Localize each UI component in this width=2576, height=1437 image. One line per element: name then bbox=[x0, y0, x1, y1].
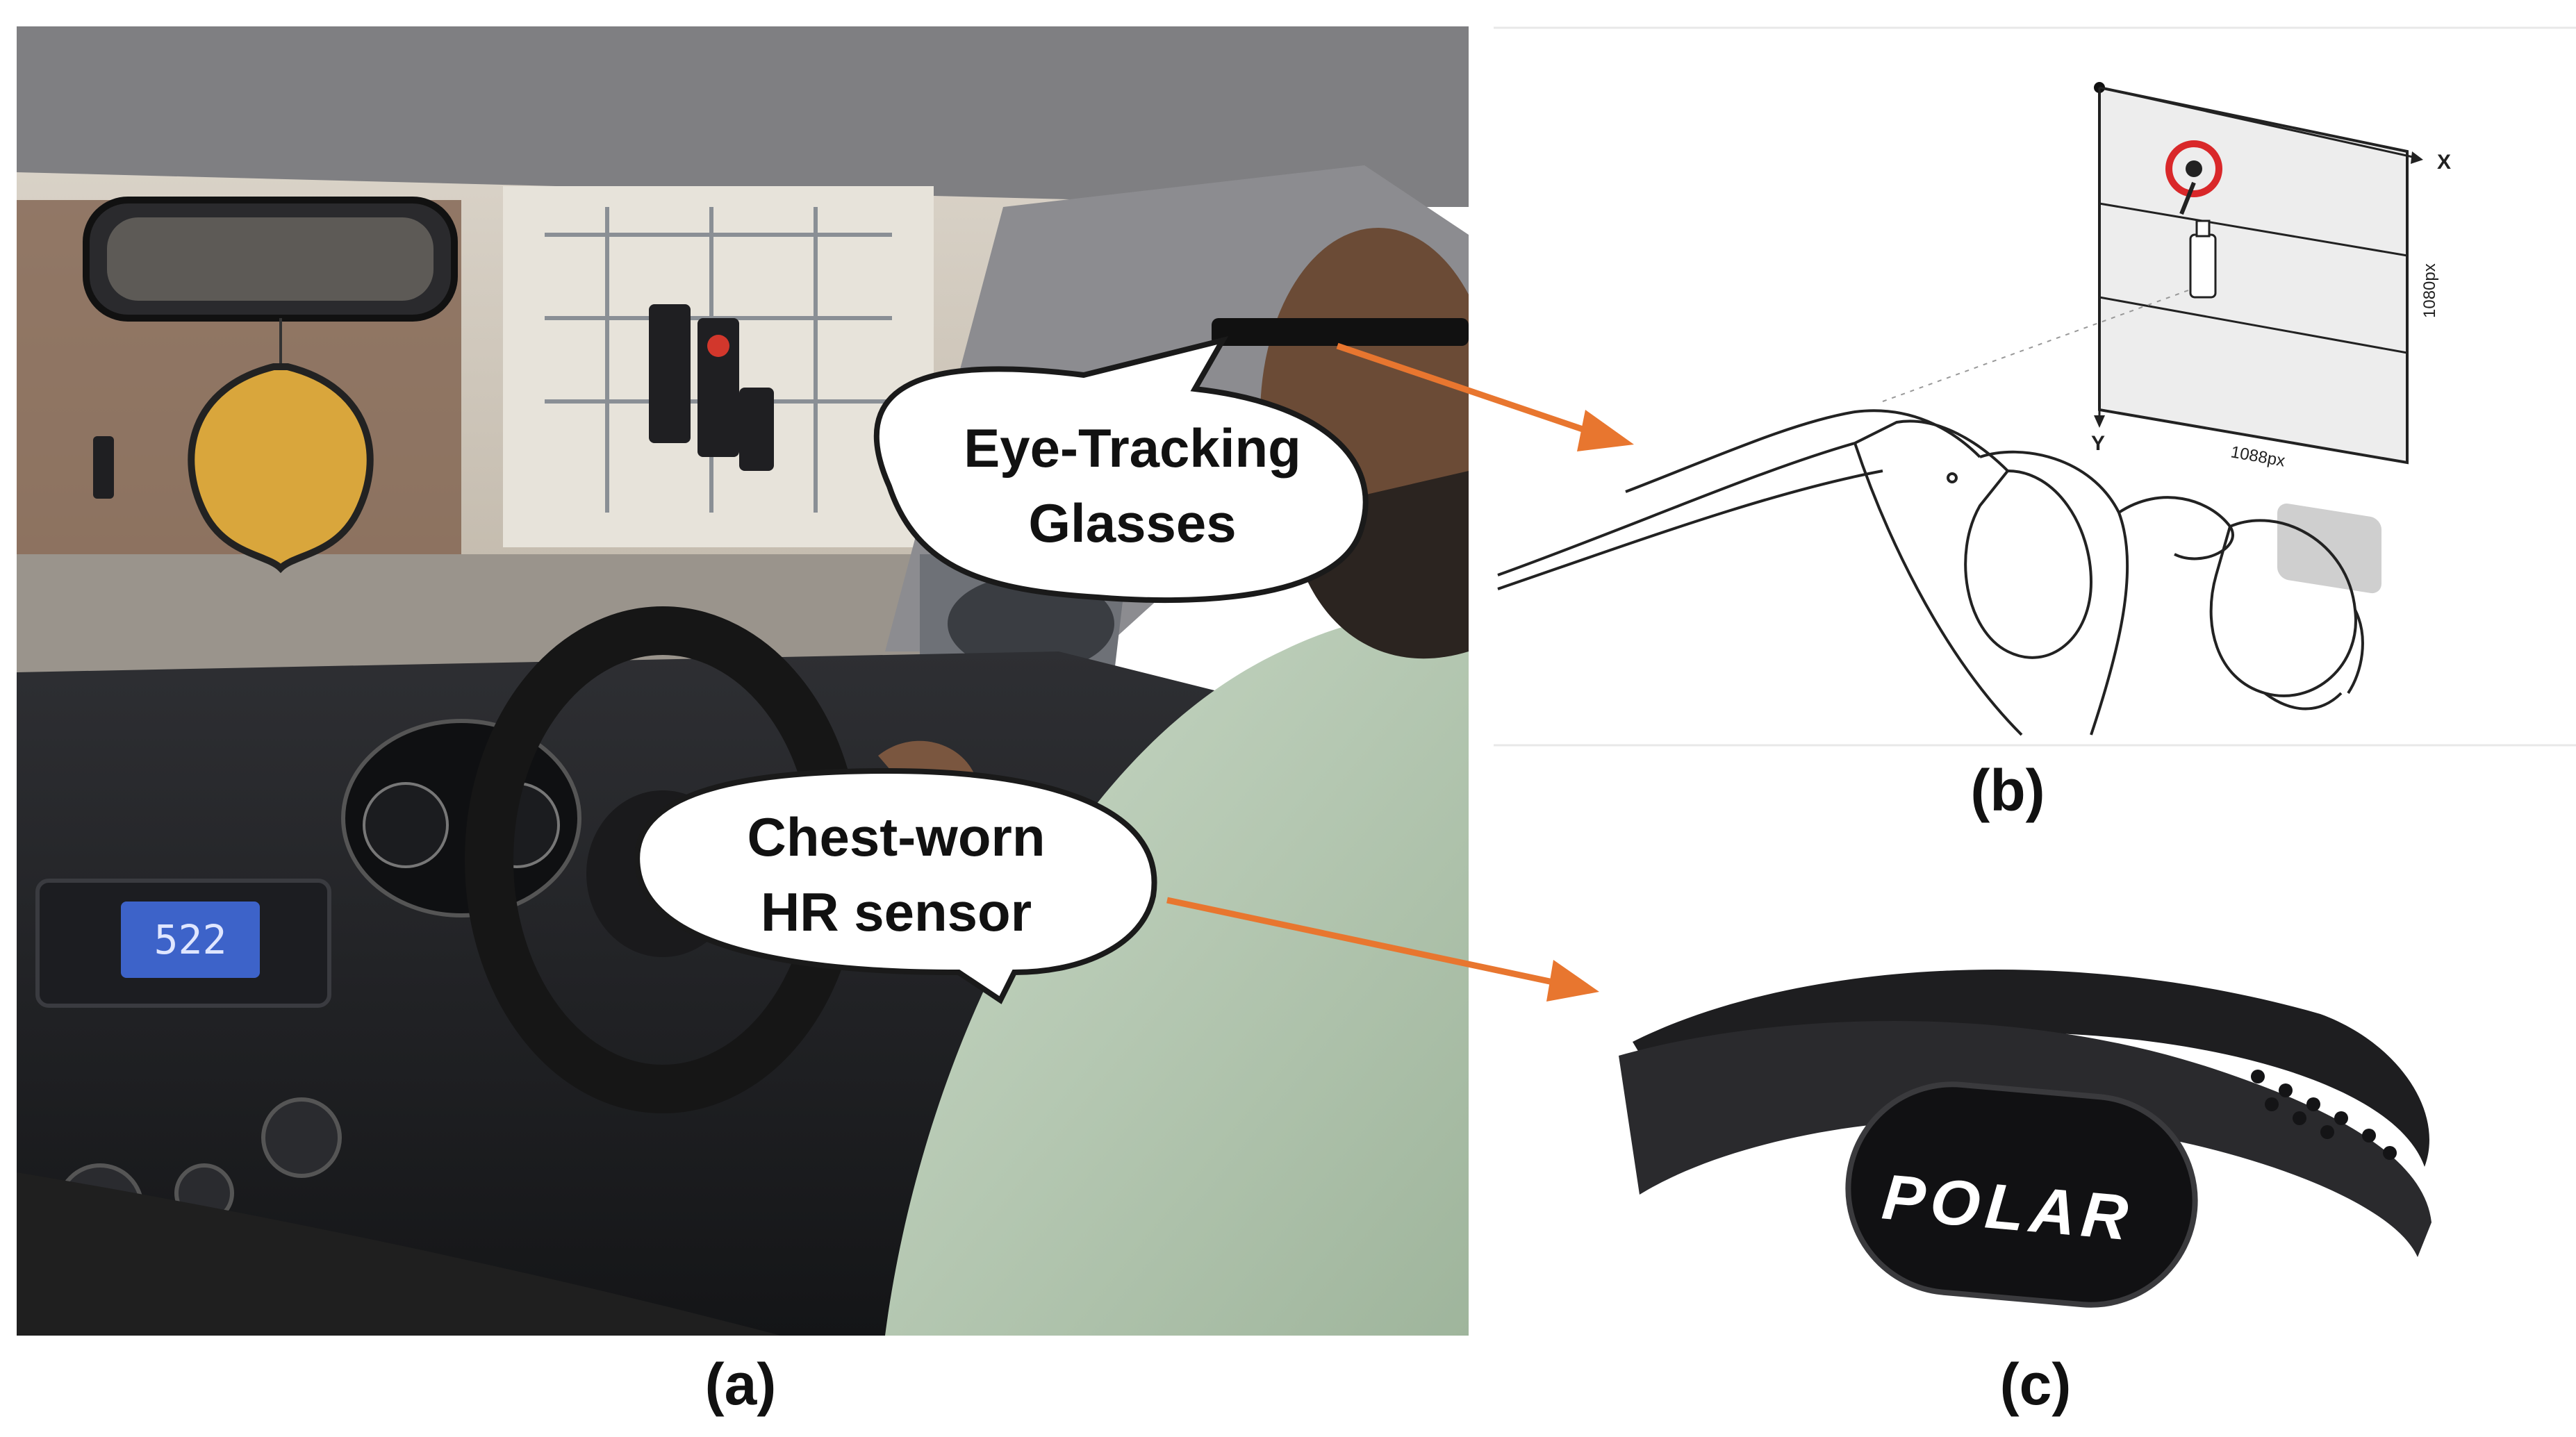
headliner bbox=[17, 26, 1469, 207]
polar-chest-strap-illustration: POLAR bbox=[1619, 969, 2431, 1308]
eye-tracking-diagram-svg: X Y 1088px 1080px bbox=[1494, 26, 2576, 747]
gaze-point-icon bbox=[2186, 160, 2202, 177]
arrow-to-chest-strap bbox=[1166, 897, 1599, 1002]
x-axis-label: X bbox=[2437, 151, 2451, 174]
road bbox=[17, 554, 1059, 672]
y-axis-label: Y bbox=[2091, 432, 2105, 455]
radio-display bbox=[121, 902, 260, 978]
hr-bubble-line1: Chest-worn bbox=[748, 806, 1046, 867]
strap-back bbox=[1633, 969, 2429, 1167]
eye-tracking-diagram: X Y 1088px 1080px bbox=[1494, 26, 2576, 749]
height-label: 1080px bbox=[2420, 263, 2439, 318]
speedometer-icon bbox=[363, 782, 449, 868]
driver-legs bbox=[17, 1172, 781, 1336]
strap-front bbox=[1619, 1021, 2431, 1257]
chest-strap-photo: POLAR bbox=[1591, 931, 2459, 1320]
rearview-mirror-glass bbox=[107, 217, 434, 301]
caption-a: (a) bbox=[704, 1352, 777, 1417]
eye-tracking-glasses-worn bbox=[1212, 318, 1469, 346]
caption-b: (b) bbox=[1970, 758, 2045, 823]
side-mirror bbox=[948, 575, 1114, 672]
air-freshener-icon bbox=[188, 363, 374, 574]
glasses-line-drawing bbox=[1497, 409, 2364, 736]
sensor-pod bbox=[1845, 1081, 2198, 1308]
caption-c: (c) bbox=[1999, 1352, 2072, 1417]
traffic-lights bbox=[93, 304, 774, 499]
driver-hoodie bbox=[885, 609, 1469, 1336]
hr-bubble-line2: HR sensor bbox=[761, 881, 1032, 942]
x-axis bbox=[2099, 86, 2420, 160]
gaze-point-ring-icon bbox=[2165, 140, 2222, 197]
eye-tracking-bubble: Eye-Tracking Glasses bbox=[873, 335, 1369, 604]
strap-perforations bbox=[2251, 1070, 2397, 1160]
eye-bubble-line1: Eye-Tracking bbox=[964, 417, 1301, 479]
ac-knob-icon bbox=[261, 1097, 342, 1178]
scene-object bbox=[2277, 503, 2381, 594]
eye-bubble-line2: Glasses bbox=[1028, 492, 1236, 554]
radio-display-text: 522 bbox=[154, 916, 227, 963]
hr-sensor-bubble: Chest-worn HR sensor bbox=[634, 767, 1157, 1004]
arrow-to-glasses-diagram bbox=[1336, 342, 1634, 451]
